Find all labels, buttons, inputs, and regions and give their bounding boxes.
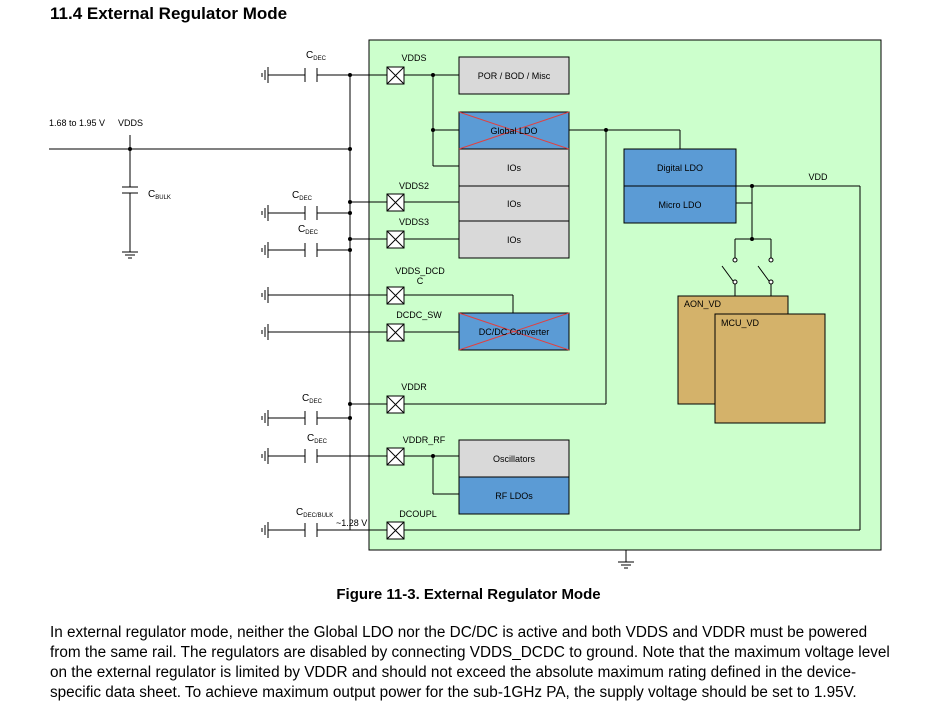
svg-text:CDEC: CDEC	[302, 393, 323, 405]
cap-label-vdds3: C	[298, 224, 305, 235]
cap-label-bulk: C	[148, 189, 155, 200]
cap-label-vddr: C	[302, 393, 309, 404]
block-label-oscillators: Oscillators	[493, 454, 536, 464]
block-label-digital-ldo: Digital LDO	[657, 163, 703, 173]
block-label-mcu-vd: MCU_VD	[721, 318, 760, 328]
supply-name-label: VDDS	[118, 118, 143, 128]
pin-label-vddr: VDDR	[401, 382, 427, 392]
cap-label-dcoupl: C	[296, 507, 303, 518]
cap-label-vdds3-sub: DEC	[305, 230, 318, 236]
svg-text:CBULK: CBULK	[148, 189, 171, 201]
pin-label-vdds-dcdc-2: C	[417, 276, 424, 286]
pin-label-dcoupl: DCOUPL	[399, 509, 437, 519]
svg-text:CDEC/BULK: CDEC/BULK	[296, 507, 333, 519]
pin-label-vdds-dcdc-1: VDDS_DCD	[395, 266, 445, 276]
dcoupl-voltage-label: ~1.28 V	[336, 518, 367, 528]
block-label-ios-1: IOs	[507, 163, 522, 173]
external-regulator-diagram: POR / BOD / Misc Global LDO IOs IOs IOs …	[49, 39, 882, 569]
pin-label-vdds3: VDDS3	[399, 217, 429, 227]
pin-vddr	[386, 395, 405, 414]
block-label-rf-ldos: RF LDOs	[495, 491, 533, 501]
cap-label-vdds2: C	[292, 190, 299, 201]
block-label-aon-vd: AON_VD	[684, 299, 722, 309]
mcu-vd-block	[714, 313, 826, 424]
pin-label-vdds2: VDDS2	[399, 181, 429, 191]
cap-label-vddr-rf-sub: DEC	[314, 439, 327, 445]
cap-label-vddr-rf: C	[307, 433, 314, 444]
block-label-ios-3: IOs	[507, 235, 522, 245]
pin-vdds-dcdc	[386, 286, 405, 305]
svg-text:CDEC: CDEC	[306, 50, 327, 62]
cap-label-dcoupl-sub: DEC/BULK	[303, 513, 333, 519]
pin-vdds	[386, 66, 405, 85]
pin-vdds3	[386, 230, 405, 249]
block-label-dcdc: DC/DC Converter	[479, 327, 550, 337]
pin-dcoupl	[386, 521, 405, 540]
rf-ldos-block	[458, 476, 570, 515]
svg-text:CDEC: CDEC	[298, 224, 319, 236]
pin-vddr-rf	[386, 447, 405, 466]
por-bod-block	[458, 56, 570, 95]
ios-block-2	[458, 185, 570, 222]
pin-dcdc-sw	[386, 323, 405, 342]
cap-label-bulk-sub: BULK	[155, 195, 171, 201]
block-label-por: POR / BOD / Misc	[478, 71, 551, 81]
ios-block-3	[458, 220, 570, 259]
cap-label-vdds: C	[306, 50, 313, 61]
oscillators-block	[458, 439, 570, 478]
block-label-micro-ldo: Micro LDO	[658, 200, 701, 210]
block-label-global-ldo: Global LDO	[490, 126, 537, 136]
body-paragraph: In external regulator mode, neither the …	[50, 624, 890, 701]
micro-ldo-block	[623, 185, 737, 224]
svg-text:CDEC: CDEC	[307, 433, 328, 445]
pin-vdds2	[386, 193, 405, 212]
section-heading: 11.4 External Regulator Mode	[50, 4, 288, 23]
cap-label-vdds-sub: DEC	[313, 56, 326, 62]
supply-range-label: 1.68 to 1.95 V	[49, 118, 105, 128]
pin-label-vddr-rf: VDDR_RF	[403, 435, 446, 445]
net-label-vdd: VDD	[808, 172, 828, 182]
svg-text:CDEC: CDEC	[292, 190, 313, 202]
digital-ldo-block	[623, 148, 737, 187]
figure-caption: Figure 11-3. External Regulator Mode	[336, 586, 601, 603]
pin-label-dcdc-sw: DCDC_SW	[396, 310, 442, 320]
ios-block-1	[458, 148, 570, 187]
cap-label-vddr-sub: DEC	[309, 399, 322, 405]
cap-label-vdds2-sub: DEC	[299, 196, 312, 202]
block-label-ios-2: IOs	[507, 199, 522, 209]
pin-label-vdds: VDDS	[401, 53, 426, 63]
